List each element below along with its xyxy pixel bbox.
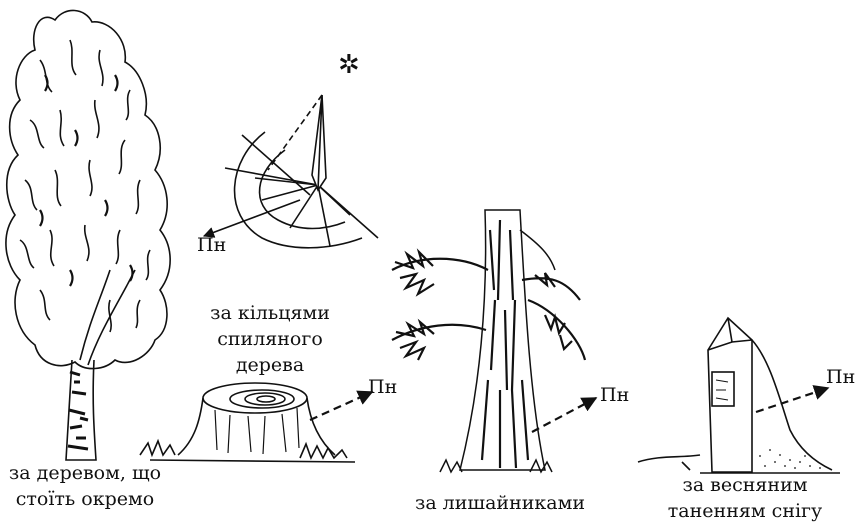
shadow-compass-illustration xyxy=(204,95,378,248)
caption-stone: за весняним таненням снігу xyxy=(660,472,830,523)
birch-tree-illustration xyxy=(6,10,170,460)
stump-illustration xyxy=(140,383,372,462)
star-icon: ✲ xyxy=(338,50,360,80)
caption-line: дерева xyxy=(190,352,350,378)
caption-stump: за кільцями спиляного дерева xyxy=(190,300,350,378)
caption-line: стоїть окремо xyxy=(0,486,170,512)
caption-birch: за деревом, що стоїть окремо xyxy=(0,460,170,512)
caption-line: таненням снігу xyxy=(660,498,830,523)
caption-line: за кільцями xyxy=(190,300,350,326)
stone-with-snow-illustration xyxy=(638,318,840,473)
spruce-tree-illustration xyxy=(392,210,596,472)
north-label-stump: Пн xyxy=(368,376,397,398)
caption-line: за деревом, що xyxy=(0,460,170,486)
north-label-spruce: Пн xyxy=(600,384,629,406)
caption-line: спиляного xyxy=(190,326,350,352)
north-label-compass: Пн xyxy=(197,234,226,256)
caption-line: за лишайниками xyxy=(405,490,595,516)
caption-spruce: за лишайниками xyxy=(405,490,595,516)
caption-line: за весняним xyxy=(660,472,830,498)
north-label-stone: Пн xyxy=(826,366,855,388)
